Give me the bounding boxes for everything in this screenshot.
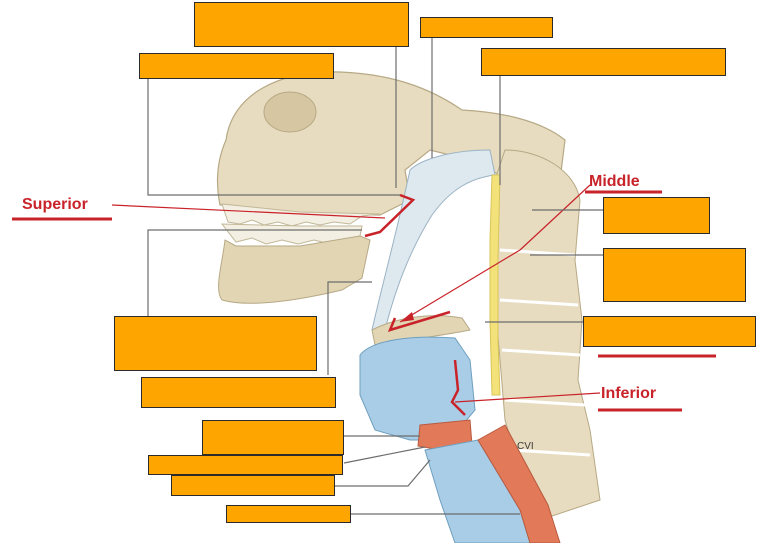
answer-box-2[interactable] [420,17,553,38]
middle-constrictor-label: Middle [589,173,640,190]
answer-box-4[interactable] [481,48,726,76]
leader-lines [147,38,603,515]
answer-box-1[interactable] [194,2,409,47]
inferior-constrictor-mark [450,359,466,416]
answer-box-6[interactable] [603,248,746,302]
answer-box-13[interactable] [226,505,351,523]
lower-teeth [220,223,363,245]
esophagus [477,424,561,543]
upper-teeth [221,203,381,227]
answer-box-5[interactable] [603,197,710,234]
answer-box-7[interactable] [583,316,756,347]
answer-box-8[interactable] [114,316,317,371]
orbit [263,91,317,133]
middle-constrictor-mark [387,310,451,332]
label-pointers [111,184,601,403]
answer-box-11[interactable] [148,455,343,475]
mandible [218,235,371,304]
middle-arrowhead [400,312,414,322]
pharynx-outline [371,149,496,331]
vertebra-label: CVI [517,441,534,452]
label-underlines [12,190,716,412]
longitudinal-ligament [489,174,501,396]
cervical-spine [491,149,601,521]
answer-box-12[interactable] [171,475,335,496]
inferior-constrictor-label: Inferior [601,385,657,402]
answer-box-9[interactable] [141,377,336,408]
answer-box-10[interactable] [202,420,344,455]
superior-constrictor-label: Superior [22,196,88,213]
superior-constrictor-mark [364,193,416,238]
vertebral-discs [499,248,591,457]
answer-box-3[interactable] [139,53,334,79]
